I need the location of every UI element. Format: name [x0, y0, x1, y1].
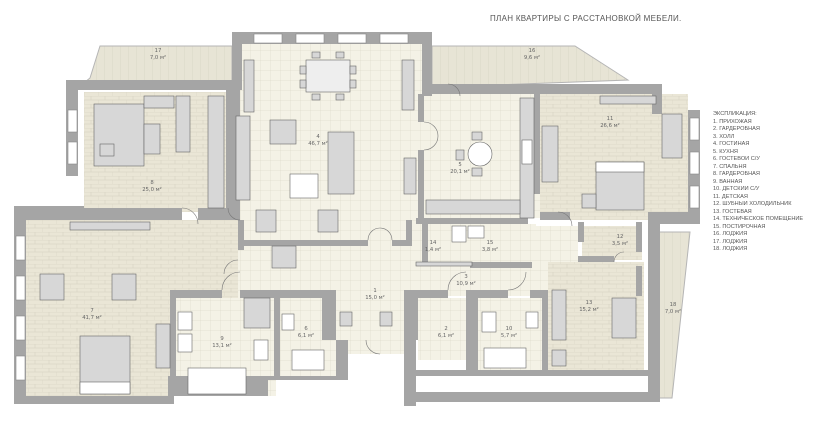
room-area: 9,6 м²: [524, 54, 540, 61]
room-number: 3: [464, 274, 467, 280]
room-number: 18: [670, 302, 677, 308]
legend-item: 1. ПРИХОЖАЯ: [713, 118, 752, 125]
room-number: 9: [220, 336, 223, 342]
legend-item: 6. ГОСТЕВОЙ С/У: [713, 156, 760, 162]
room-number: 5: [458, 162, 461, 168]
room-area: 5,7 м²: [501, 332, 517, 339]
legend-item: 12. ШУБНЫЙ ХОЛОДИЛЬНИК: [713, 201, 792, 207]
room-area: 46,7 м²: [308, 140, 328, 147]
legend-item: 16. ЛОДЖИЯ: [713, 231, 748, 237]
legend-item: 5. КУХНЯ: [713, 148, 738, 155]
room-number: 12: [617, 234, 624, 240]
room-area: 15,2 м²: [579, 306, 599, 313]
room-area: 6,1 м²: [298, 332, 314, 339]
room-number: 16: [529, 48, 536, 54]
room-area: 3,5 м²: [612, 240, 628, 247]
room-area: 15,0 м²: [365, 294, 385, 301]
room-number: 1: [373, 288, 376, 294]
legend-item: 18. ЛОДЖИЯ: [713, 246, 748, 252]
room-area: 6,1 м²: [438, 332, 454, 339]
doors: [181, 83, 625, 355]
room-number: 6: [304, 326, 308, 332]
room-number: 2: [444, 326, 447, 332]
furniture: [39, 51, 683, 395]
room-area: 7,0 м²: [665, 308, 681, 315]
loggia-18: [657, 231, 691, 399]
legend-item: 14. ТЕХНИЧЕСКОЕ ПОМЕЩЕНИЕ: [713, 216, 804, 222]
room-area: 13,1 м²: [212, 342, 232, 349]
legend-heading: ЭКСПЛИКАЦИЯ:: [713, 111, 757, 117]
plan-title: ПЛАН КВАРТИРЫ С РАССТАНОВКОЙ МЕБЕЛИ.: [490, 14, 682, 23]
room-area: 25,0 м²: [142, 186, 162, 193]
room-number: 4: [316, 134, 320, 140]
legend-item: 2. ГАРДЕРОБНАЯ: [713, 126, 760, 132]
legend-item: 4. ГОСТИНАЯ: [713, 141, 750, 147]
legend: ЭКСПЛИКАЦИЯ: 1. ПРИХОЖАЯ 2. ГАРДЕРОБНАЯ …: [713, 111, 823, 254]
room-number: 7: [90, 308, 93, 314]
room-area: 3,8 м²: [482, 246, 498, 253]
room-area: 20,1 м²: [450, 168, 470, 175]
legend-item: 13. ГОСТЕВАЯ: [713, 208, 752, 215]
room-number: 14: [430, 240, 437, 246]
room-area: 41,7 м²: [82, 314, 102, 321]
legend-item: 10. ДЕТСКИЙ С/У: [713, 186, 760, 192]
legend-item: 8. ГАРДЕРОБНАЯ: [713, 171, 760, 177]
windows: [15, 33, 700, 381]
room-number: 13: [586, 300, 593, 306]
room-number: 11: [607, 116, 614, 122]
room-area: 7,0 м²: [150, 54, 166, 61]
room-area: 1,4 м²: [425, 246, 441, 253]
room-number: 17: [155, 48, 162, 54]
legend-item: 17. ЛОДЖИЯ: [713, 238, 748, 245]
room-area: 26,6 м²: [600, 122, 620, 129]
legend-item: 9. ВАННАЯ: [713, 178, 743, 185]
legend-item: 15. ПОСТИРОЧНАЯ: [713, 223, 766, 230]
room-area: 10,9 м²: [456, 280, 476, 287]
legend-item: 3. ХОЛЛ: [713, 133, 735, 140]
room-number: 10: [506, 326, 513, 332]
room-number: 15: [487, 240, 494, 246]
legend-item: 11. ДЕТСКАЯ: [713, 193, 748, 200]
room-number: 8: [150, 180, 154, 186]
legend-item: 7. СПАЛЬНЯ: [713, 163, 747, 170]
